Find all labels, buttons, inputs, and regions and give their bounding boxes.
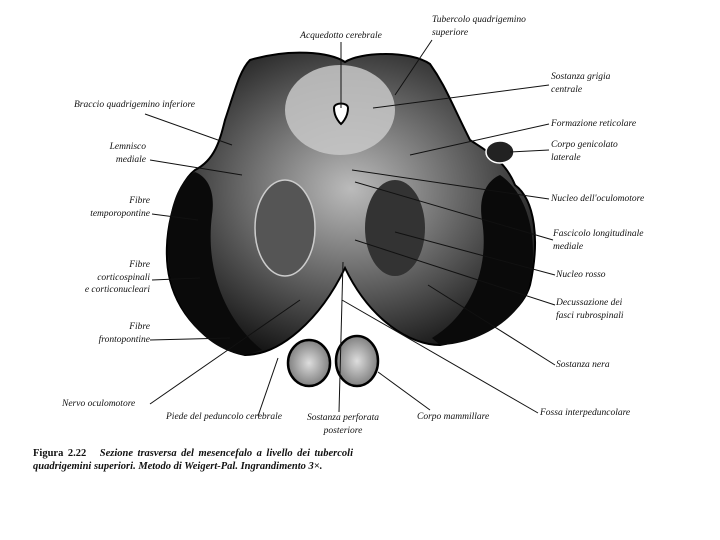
label-line: Lemnisco — [109, 142, 146, 152]
label-line: Sostanza grigia — [551, 72, 611, 82]
label-braccio-quadrigemino: Braccio quadrigemino inferiore — [74, 100, 196, 110]
label-line: frontopontine — [98, 334, 150, 345]
label-line: mediale — [553, 241, 584, 252]
label-line: superiore — [432, 27, 469, 38]
left-red-nucleus — [254, 179, 316, 277]
label-line: Decussazione dei — [556, 298, 623, 308]
label-line: Fibre — [129, 322, 150, 332]
label-line: Fibre — [129, 196, 150, 206]
label-line: posteriore — [323, 425, 363, 436]
figure-number: Figura 2.22 — [33, 448, 87, 459]
label-formazione-reticolare: Formazione reticolare — [551, 119, 637, 129]
label-line: Tubercolo quadrigemino — [432, 15, 526, 25]
label-fossa-interpeduncolare: Fossa interpeduncolare — [540, 408, 631, 418]
right-red-nucleus — [365, 180, 425, 276]
label-line: fasci rubrospinali — [556, 310, 624, 321]
label-fascicolo-longitudinale: Fascicolo longitudinale mediale — [553, 228, 644, 253]
label-line: Corpo genicolato — [551, 140, 618, 150]
figure-caption: Figura 2.22 Sezione trasversa del mesenc… — [33, 448, 353, 473]
label-fibre-frontopontine: Fibre frontopontine — [50, 321, 150, 346]
left-mammillary-body — [286, 338, 332, 388]
label-nucleo-rosso: Nucleo rosso — [556, 270, 606, 280]
label-decussazione: Decussazione dei fasci rubrospinali — [556, 297, 623, 322]
right-peduncle — [432, 175, 533, 345]
label-nervo-oculomotore: Nervo oculomotore — [62, 399, 136, 409]
label-corpo-genicolato: Corpo genicolato laterale — [551, 139, 618, 164]
label-corpo-mammillare: Corpo mammillare — [417, 412, 490, 422]
label-nucleo-oculomotore: Nucleo dell'oculomotore — [551, 194, 645, 204]
label-sostanza-nera: Sostanza nera — [556, 360, 610, 370]
label-line: mediale — [115, 154, 146, 165]
leader-lines — [144, 39, 556, 417]
label-line: corticospinali — [97, 272, 150, 283]
right-mammillary-body — [334, 334, 380, 388]
label-sostanza-grigia: Sostanza grigia centrale — [551, 71, 610, 96]
label-line: temporopontine — [90, 208, 150, 219]
label-piede-peduncolo: Piede del peduncolo cerebrale — [166, 412, 282, 422]
label-sostanza-perforata: Sostanza perforata posteriore — [293, 412, 393, 437]
label-fibre-temporopontine: Fibre temporopontine — [50, 195, 150, 220]
label-line: centrale — [551, 84, 583, 95]
label-fibre-corticospinali: Fibre corticospinali e corticonucleari — [40, 259, 150, 297]
label-line: Fascicolo longitudinale — [553, 229, 644, 239]
caption-text: Sezione trasversa del mesencefalo a live… — [33, 448, 353, 472]
label-line: Sostanza perforata — [306, 413, 380, 423]
left-peduncle — [167, 172, 262, 355]
label-acquedotto-cerebrale: Acquedotto cerebrale — [300, 31, 382, 41]
label-lemnisco-mediale: Lemnisco mediale — [60, 141, 146, 166]
label-line: e corticonucleari — [84, 285, 150, 295]
lateral-geniculate — [485, 140, 515, 164]
label-line: laterale — [551, 152, 581, 163]
label-tubercolo-quadrigemino: Tubercolo quadrigemino superiore — [432, 14, 526, 39]
label-line: Fibre — [129, 260, 150, 270]
